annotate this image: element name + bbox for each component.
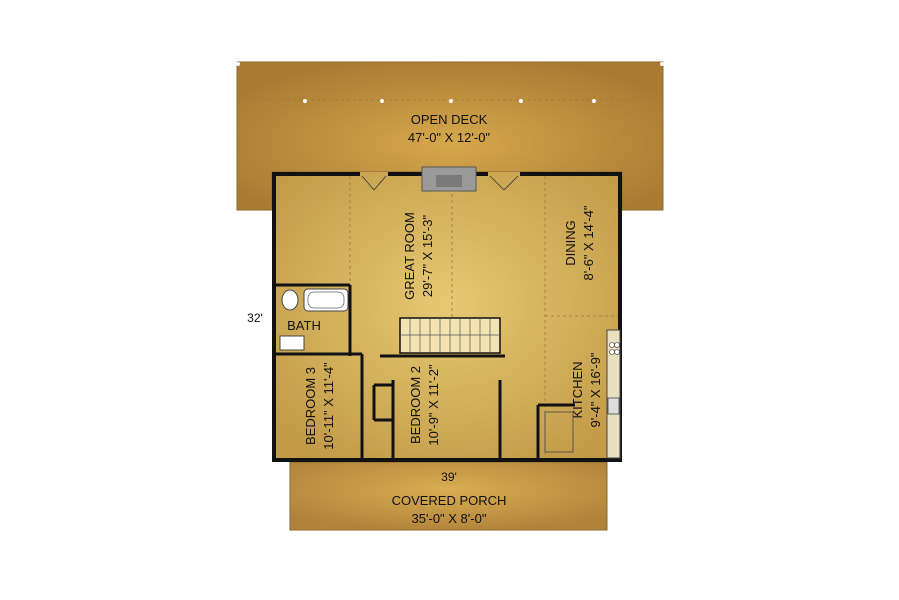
depth-dimension: 32' — [247, 311, 263, 325]
bath-fixtures: BATH — [279, 288, 349, 351]
bedroom3-size: 10'-11" X 11'-4" — [321, 362, 336, 450]
open-deck: OPEN DECK 47'-0" X 12'-0" — [236, 61, 664, 211]
bedroom3-name: BEDROOM 3 — [303, 367, 318, 445]
dining-size: 8'-6" X 14'-4" — [581, 205, 596, 280]
covered-porch-name: COVERED PORCH — [392, 493, 507, 508]
kitchen-size: 9'-4" X 16'-9" — [588, 352, 603, 427]
dining-name: DINING — [563, 220, 578, 266]
house-floor — [272, 172, 622, 462]
great-room-size: 29'-7" X 15'-3" — [420, 215, 435, 298]
deck-doors — [361, 175, 519, 191]
covered-porch: COVERED PORCH 35'-0" X 8'-0" — [289, 461, 608, 531]
bedroom2-name: BEDROOM 2 — [408, 366, 423, 444]
interior-walls — [274, 283, 575, 460]
bath-name: BATH — [287, 318, 321, 333]
deck-posts — [236, 62, 664, 103]
dining-label: DINING 8'-6" X 14'-4" — [563, 205, 596, 280]
stairs — [399, 317, 501, 354]
kitchen-name: KITCHEN — [570, 361, 585, 418]
bedroom2-label: BEDROOM 2 10'-9" X 11'-2" — [408, 364, 441, 446]
open-deck-name: OPEN DECK — [411, 112, 488, 127]
bedroom2-size: 10'-9" X 11'-2" — [426, 364, 441, 446]
kitchen-label: KITCHEN 9'-4" X 16'-9" — [570, 352, 603, 427]
covered-porch-size: 35'-0" X 8'-0" — [412, 511, 487, 526]
great-room-name: GREAT ROOM — [402, 212, 417, 300]
kitchen-fixtures — [544, 329, 621, 459]
fireplace — [421, 166, 477, 192]
open-deck-size: 47'-0" X 12'-0" — [408, 130, 491, 145]
bedroom3-label: BEDROOM 3 10'-11" X 11'-4" — [303, 362, 336, 450]
width-dimension: 39' — [441, 470, 457, 484]
great-room-label: GREAT ROOM 29'-7" X 15'-3" — [402, 212, 435, 300]
